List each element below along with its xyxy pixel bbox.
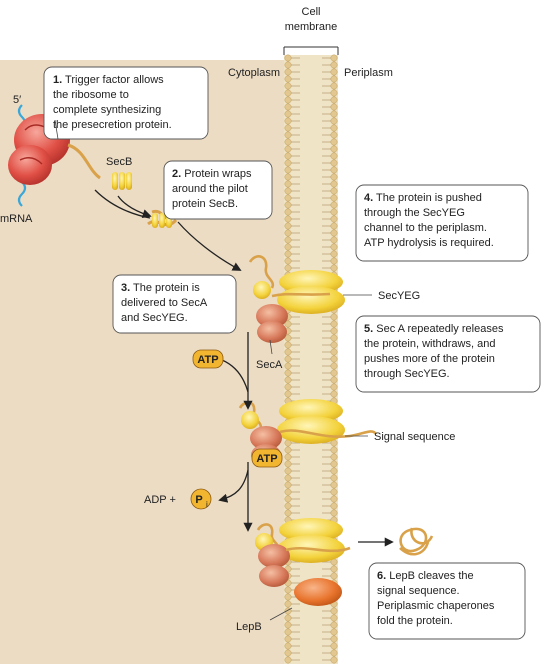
step-2-box: 2. Protein wraps around the pilot protei… — [163, 160, 273, 220]
secyeg-channel-1 — [277, 270, 345, 314]
svg-text:5. Sec A repeatedly releases: 5. Sec A repeatedly releases — [364, 323, 504, 335]
seca-leader — [269, 339, 273, 355]
seca-stage-1 — [248, 255, 331, 343]
lepb-leader — [269, 607, 293, 621]
five-prime-label: 5′ — [13, 94, 21, 106]
svg-text:channel to the periplasm.: channel to the periplasm. — [364, 222, 487, 234]
svg-text:protein SecB.: protein SecB. — [172, 198, 238, 210]
mrna-label: mRNA — [0, 213, 33, 225]
secyeg-label: SecYEG — [378, 290, 420, 302]
signal-sequence-label: Signal sequence — [374, 431, 455, 443]
step-6-box: 6. LepB cleaves the signal sequence. Per… — [368, 562, 526, 640]
cell-membrane — [284, 54, 338, 664]
cell-membrane-label-line1: Cell — [302, 6, 321, 18]
atp-badge-1 — [192, 349, 224, 369]
lepb-label: LepB — [236, 621, 262, 633]
adp-label: ADP + — [144, 494, 176, 506]
svg-text:Periplasmic chaperones: Periplasmic chaperones — [377, 600, 495, 612]
membrane-bracket — [283, 46, 339, 55]
svg-text:3. The protein is: 3. The protein is — [121, 282, 200, 294]
step-1-leader — [54, 119, 59, 140]
svg-text:delivered to SecA: delivered to SecA — [121, 297, 208, 309]
svg-text:6. LepB cleaves the: 6. LepB cleaves the — [377, 570, 474, 582]
seca-label: SecA — [256, 359, 283, 371]
svg-text:signal sequence.: signal sequence. — [377, 585, 460, 597]
atp-badge-2 — [251, 448, 283, 468]
svg-text:the protein, withdraws, and: the protein, withdraws, and — [364, 338, 495, 350]
step-1-box: 1. Trigger factor allows the ribosome to… — [43, 66, 209, 140]
seca-stage-3 — [255, 523, 351, 587]
atp-label-2: ATP — [256, 453, 277, 465]
svg-text:4. The protein is pushed: 4. The protein is pushed — [364, 192, 482, 204]
arrow-atp-in — [221, 359, 249, 393]
folded-protein — [399, 527, 434, 556]
arrow-atp-hydrolysis — [218, 469, 249, 503]
svg-text:around the pilot: around the pilot — [172, 183, 248, 195]
arrow-from-ribosome — [94, 189, 151, 219]
svg-text:pushes more of the protein: pushes more of the protein — [364, 353, 495, 365]
svg-text:2. Protein wraps: 2. Protein wraps — [172, 168, 252, 180]
svg-text:through the SecYEG: through the SecYEG — [364, 207, 465, 219]
pi-label-i: i — [206, 500, 208, 509]
atp-label-1: ATP — [197, 354, 218, 366]
nascent-protein — [67, 143, 101, 180]
svg-text:complete synthesizing: complete synthesizing — [53, 104, 161, 116]
periplasm-label: Periplasm — [344, 67, 393, 79]
secb-label: SecB — [106, 156, 132, 168]
step-4-box: 4. The protein is pushed through the Sec… — [355, 184, 529, 262]
cell-membrane-label-line2: membrane — [285, 21, 338, 33]
svg-text:the ribosome to: the ribosome to — [53, 89, 129, 101]
arrow-to-secb — [117, 195, 152, 219]
svg-text:the presecretion protein.: the presecretion protein. — [53, 119, 172, 131]
svg-text:fold the protein.: fold the protein. — [377, 615, 453, 627]
secb-free — [112, 172, 132, 190]
pi-badge — [190, 488, 212, 510]
pi-label-p: P — [195, 494, 202, 506]
step-3-box: 3. The protein is delivered to SecA and … — [112, 274, 237, 334]
lepb-protein — [294, 578, 342, 606]
svg-text:1. Trigger factor allows: 1. Trigger factor allows — [53, 74, 164, 86]
svg-text:ATP hydrolysis is required.: ATP hydrolysis is required. — [364, 237, 494, 249]
svg-text:through SecYEG.: through SecYEG. — [364, 368, 450, 380]
svg-text:and SecYEG.: and SecYEG. — [121, 312, 188, 324]
step-5-box: 5. Sec A repeatedly releases the protein… — [355, 315, 541, 393]
cytoplasm-label: Cytoplasm — [228, 67, 280, 79]
